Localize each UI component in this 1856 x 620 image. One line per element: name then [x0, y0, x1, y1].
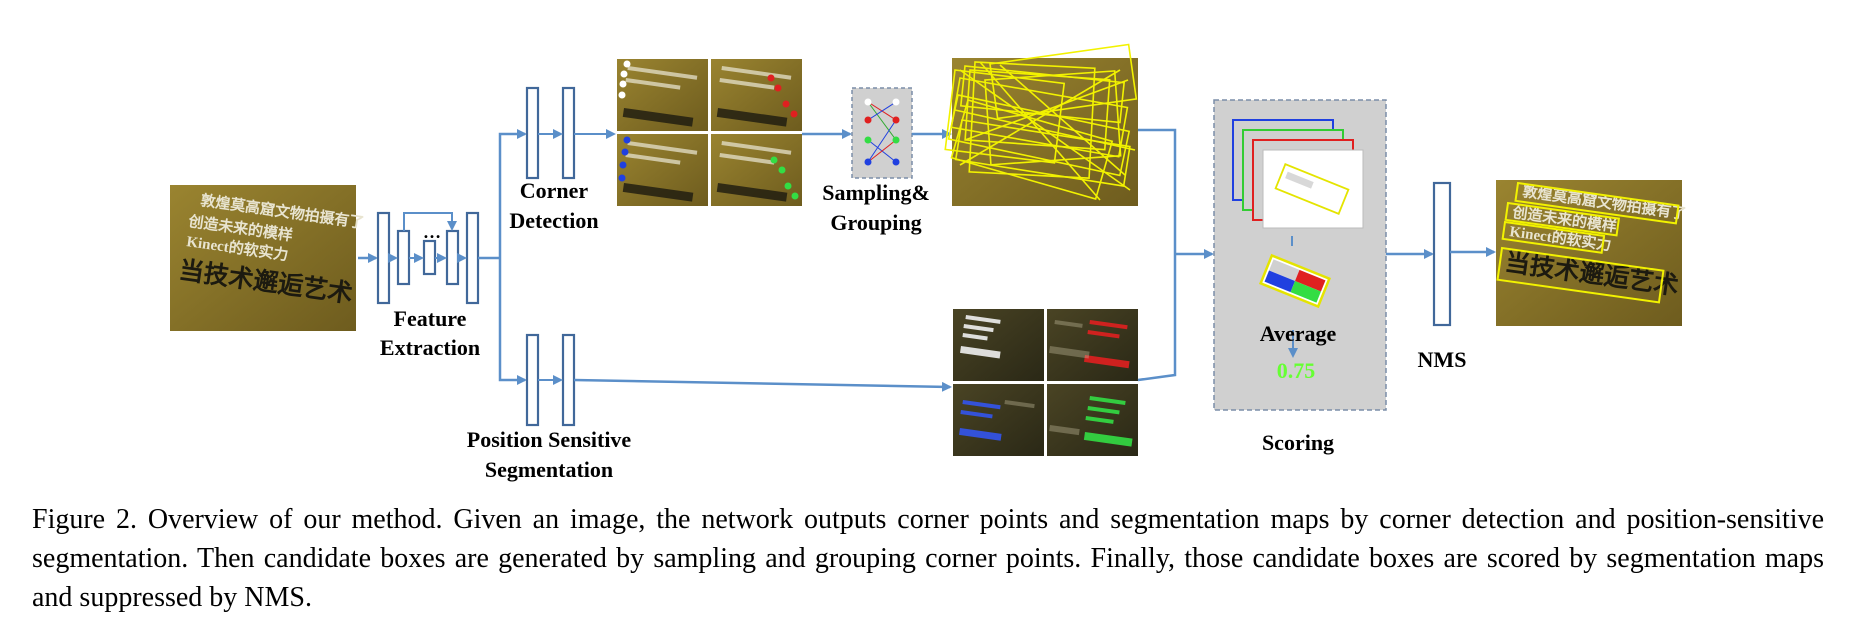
- figure-caption: Figure 2. Overview of our method. Given …: [32, 500, 1824, 617]
- corner-maps-grid: [616, 58, 802, 206]
- candidate-boxes-image: [944, 43, 1138, 206]
- label-nms: NMS: [1418, 347, 1467, 372]
- feature-extraction-network: …: [376, 211, 480, 305]
- output-image: 敦煌莫高窟文物拍摄有了 创造未来的模样 Kinect的软实力 当技术邂逅艺术: [1496, 180, 1687, 326]
- scoring-block: [1213, 99, 1387, 411]
- label-corner: Corner: [520, 178, 589, 203]
- label-grouping: Grouping: [830, 210, 921, 235]
- nms-block: [1432, 181, 1452, 327]
- score-glyph: [1259, 253, 1331, 309]
- corner-detection-head: [525, 86, 616, 180]
- label-average: Average: [1260, 321, 1337, 346]
- label-segmentation: Segmentation: [485, 457, 613, 482]
- label-extraction: Extraction: [380, 335, 480, 360]
- segmentation-maps-grid: [952, 308, 1138, 456]
- label-feature: Feature: [394, 306, 467, 331]
- figure-caption-text: Overview of our method. Given an image, …: [32, 504, 1825, 613]
- segmentation-head: [525, 333, 952, 427]
- branch-arrows: [478, 129, 527, 385]
- label-position-sensitive: Position Sensitive: [467, 427, 632, 452]
- label-scoring: Scoring: [1262, 430, 1334, 455]
- label-sampling: Sampling&: [822, 180, 930, 205]
- backbone-ellipsis: …: [423, 222, 441, 242]
- score-value: 0.75: [1277, 358, 1316, 383]
- merge-arrows: [1137, 128, 1214, 382]
- figure-label: Figure 2.: [32, 504, 137, 535]
- sampling-grouping-block: [851, 87, 913, 179]
- label-detection: Detection: [509, 208, 598, 233]
- input-image: 敦煌莫高窟文物拍摄有了 创造未来的模样 Kinect的软实力 当技术邂逅艺术: [170, 185, 365, 331]
